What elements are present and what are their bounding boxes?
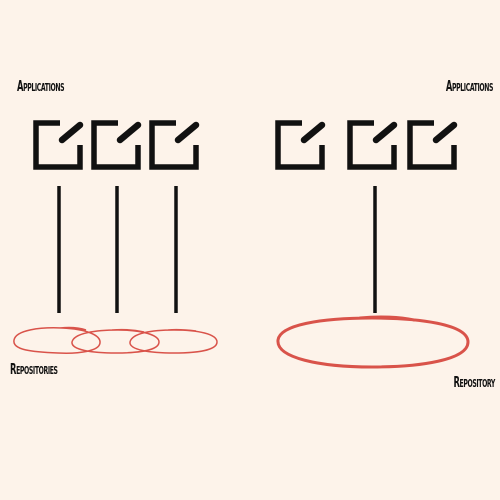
repository-ellipse bbox=[71, 328, 160, 354]
left-repositories bbox=[13, 326, 218, 354]
repository-label-right: Repository bbox=[453, 373, 495, 391]
applications-label-right: Applications bbox=[445, 77, 494, 95]
left-connectors bbox=[57, 186, 178, 313]
edit-icon bbox=[36, 123, 80, 167]
repository-ellipse bbox=[13, 326, 101, 354]
edit-icon bbox=[278, 123, 322, 167]
edit-icon bbox=[350, 123, 394, 167]
edit-icon bbox=[94, 123, 138, 167]
edit-icon bbox=[410, 123, 454, 167]
right-applications-group bbox=[278, 123, 454, 167]
repository-ellipse bbox=[129, 328, 218, 354]
applications-label-left: Applications bbox=[17, 77, 65, 95]
left-applications-group bbox=[36, 123, 196, 167]
edit-icon bbox=[152, 123, 196, 167]
repositories-label-left: Repositories bbox=[10, 360, 58, 378]
shared-repository-ellipse bbox=[276, 315, 470, 369]
